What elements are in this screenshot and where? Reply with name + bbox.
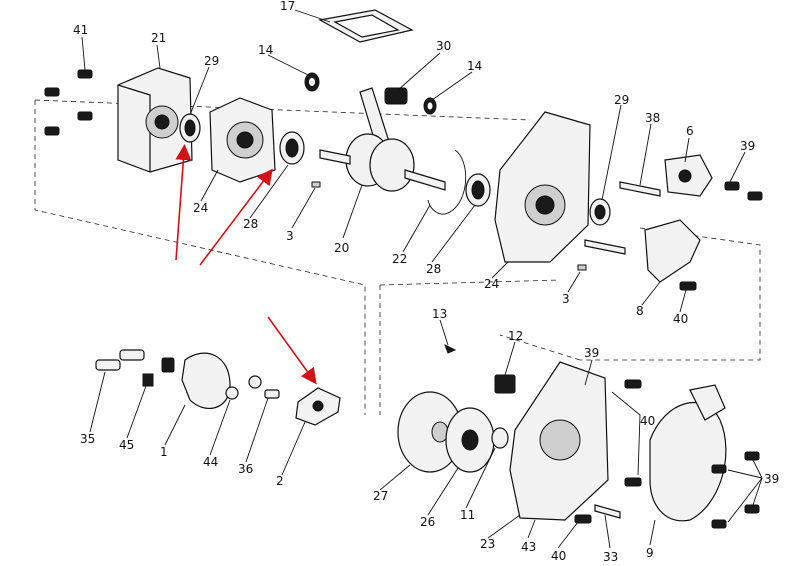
bolts-35 [95, 349, 145, 371]
bearing-28-left [279, 131, 305, 165]
gasket-22 [427, 149, 467, 215]
seal-14-right [423, 97, 437, 115]
spacer-45 [142, 373, 154, 387]
part-6 [664, 154, 713, 197]
screw-40-upper [679, 281, 697, 291]
label-45: 45 [119, 438, 134, 452]
part-labels: 41 21 29 17 14 30 14 29 38 6 39 24 28 3 … [73, 0, 779, 564]
screw-36 [264, 389, 280, 399]
recoil-starter-9 [649, 384, 727, 522]
washer-44 [225, 375, 262, 400]
label-21: 21 [151, 31, 166, 45]
red-arrows [175, 144, 317, 385]
screws-41 [44, 69, 93, 136]
seal-14-upper [304, 72, 320, 92]
label-41: 41 [73, 23, 88, 37]
clutch-1 [161, 352, 231, 409]
label-43: 43 [521, 540, 536, 554]
crankcase-half-24-left [209, 97, 276, 183]
label-29-left: 29 [204, 54, 219, 68]
label-28-right: 28 [426, 262, 441, 276]
label-1: 1 [160, 445, 168, 459]
screws-40-lower [574, 379, 642, 524]
part-11 [491, 427, 509, 449]
pins-3 [311, 181, 587, 271]
bracket-8 [644, 219, 701, 283]
label-9: 9 [646, 546, 654, 560]
bearing-29-left [179, 113, 201, 143]
screw-33 [594, 504, 621, 519]
seal-29-right [589, 198, 611, 226]
label-29-right: 29 [614, 93, 629, 107]
needle-bearing-30 [384, 87, 408, 105]
label-12: 12 [508, 329, 523, 343]
key-13 [444, 343, 457, 354]
cylinder-block-21 [117, 67, 193, 173]
clutch-hub-2 [295, 387, 341, 426]
leader-lines [81, 9, 763, 549]
label-35: 35 [80, 432, 95, 446]
label-40-upper: 40 [673, 312, 688, 326]
label-23: 23 [480, 537, 495, 551]
label-26: 26 [420, 515, 435, 529]
label-14-right: 14 [467, 59, 482, 73]
label-14-upper: 14 [258, 43, 273, 57]
label-40-middle: 40 [640, 414, 655, 428]
label-17: 17 [280, 0, 295, 13]
label-33: 33 [603, 550, 618, 564]
module-12 [494, 374, 516, 394]
crankcase-half-24-right [494, 111, 591, 263]
label-40-lower: 40 [551, 549, 566, 563]
label-6: 6 [686, 124, 694, 138]
label-24-left: 24 [193, 201, 208, 215]
label-28-left: 28 [243, 217, 258, 231]
label-3-right: 3 [562, 292, 570, 306]
label-11: 11 [460, 508, 475, 522]
screws-39-lower [711, 451, 760, 529]
screws-39-upper [724, 181, 763, 201]
label-39-upper: 39 [740, 139, 755, 153]
bearing-28-right [465, 173, 491, 207]
label-44: 44 [203, 455, 218, 469]
label-13: 13 [432, 307, 447, 321]
label-27: 27 [373, 489, 388, 503]
fan-26 [445, 407, 495, 473]
label-39-middle: 39 [584, 346, 599, 360]
label-8: 8 [636, 304, 644, 318]
label-22: 22 [392, 252, 407, 266]
label-39-lower: 39 [764, 472, 779, 486]
gasket-17 [318, 9, 414, 43]
label-24-right: 24 [484, 277, 499, 291]
label-3-left: 3 [286, 229, 294, 243]
label-20: 20 [334, 241, 349, 255]
label-30: 30 [436, 39, 451, 53]
crankshaft-20 [319, 87, 446, 192]
label-2: 2 [276, 474, 284, 488]
label-38: 38 [645, 111, 660, 125]
starter-cover-23 [509, 361, 609, 521]
label-36: 36 [238, 462, 253, 476]
screws-38 [584, 181, 661, 255]
